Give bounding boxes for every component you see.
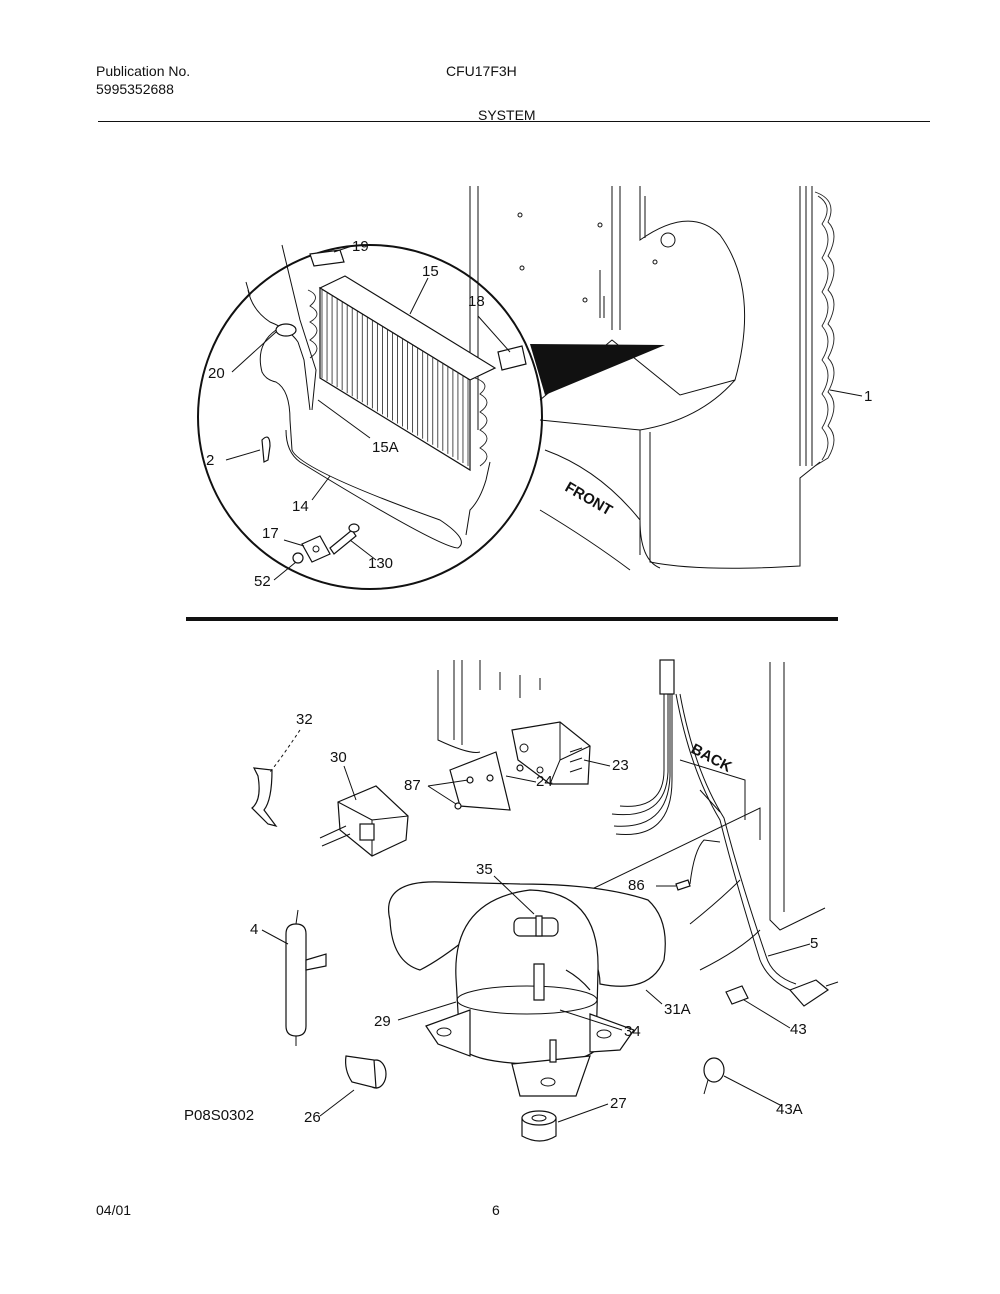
section-title: SYSTEM: [478, 107, 536, 123]
callout-4: 4: [250, 921, 258, 938]
section-separator: [186, 617, 838, 621]
callout-32: 32: [296, 711, 313, 728]
part-24-bracket: [449, 751, 511, 811]
cabinet-outline: [469, 186, 821, 571]
part-87-screws: [454, 764, 524, 810]
part-52-washer: [292, 552, 304, 564]
part-4-drier: [285, 909, 327, 1046]
part-19-pad: [309, 249, 345, 267]
callout-87: 87: [404, 777, 421, 794]
callout-18: 18: [468, 293, 485, 310]
top-leader-lines: [225, 245, 863, 581]
part-20-thermistor: [245, 244, 462, 549]
back-label: BACK: [688, 741, 734, 776]
part-35-screw: [535, 915, 543, 937]
part-14-tubing: [465, 461, 491, 536]
header-rule: [98, 121, 930, 122]
callout-20: 20: [208, 365, 225, 382]
callout-23: 23: [612, 757, 629, 774]
callout-31a: 31A: [664, 1001, 691, 1018]
callout-35: 35: [476, 861, 493, 878]
callout-43: 43: [790, 1021, 807, 1038]
part-86-screw: [675, 839, 721, 891]
callout-19: 19: [352, 238, 369, 255]
part-23-timer: [511, 721, 591, 785]
model-number: CFU17F3H: [446, 63, 517, 79]
part-43a-clamp: [703, 1057, 725, 1095]
callout-29: 29: [374, 1013, 391, 1030]
callout-26: 26: [304, 1109, 321, 1126]
compressor: [388, 881, 666, 1097]
view-pointer: [530, 344, 665, 395]
footer-date: 04/01: [96, 1202, 132, 1218]
front-label: FRONT: [562, 479, 615, 520]
part-130-bolt: [329, 523, 360, 555]
callout-2: 2: [206, 452, 214, 469]
part-26-plug: [345, 1055, 387, 1089]
part-27-grommet: [521, 1110, 557, 1142]
callout-27: 27: [610, 1095, 627, 1112]
callout-15a: 15A: [372, 439, 399, 456]
wire-harness: [611, 659, 801, 997]
callout-24: 24: [536, 773, 553, 790]
publication-number: 5995352688: [96, 81, 174, 97]
callout-130: 130: [368, 555, 393, 572]
bottom-leader-lines: [261, 729, 811, 1123]
callout-34: 34: [624, 1023, 641, 1040]
callout-15: 15: [422, 263, 439, 280]
part-18-pad: [497, 345, 527, 371]
callout-43a: 43A: [776, 1101, 803, 1118]
callout-17: 17: [262, 525, 279, 542]
publication-label: Publication No.: [96, 63, 191, 79]
evaporator: [307, 275, 497, 472]
part-17-plate: [301, 535, 331, 563]
part-32-loop: [251, 767, 278, 827]
condenser-coil: [799, 186, 835, 467]
detail-circle: [197, 244, 543, 590]
callout-14: 14: [292, 498, 309, 515]
part-5-power-cord: [689, 879, 839, 1007]
drawing-code: P08S0302: [184, 1107, 254, 1124]
callout-52: 52: [254, 573, 271, 590]
callout-1: 1: [864, 388, 872, 405]
callout-86: 86: [628, 877, 645, 894]
part-43-clip: [725, 985, 749, 1005]
callout-30: 30: [330, 749, 347, 766]
page-number: 6: [492, 1202, 500, 1218]
callout-5: 5: [810, 935, 818, 952]
part-30-relay: [319, 785, 409, 857]
part-2-clip: [261, 436, 271, 463]
